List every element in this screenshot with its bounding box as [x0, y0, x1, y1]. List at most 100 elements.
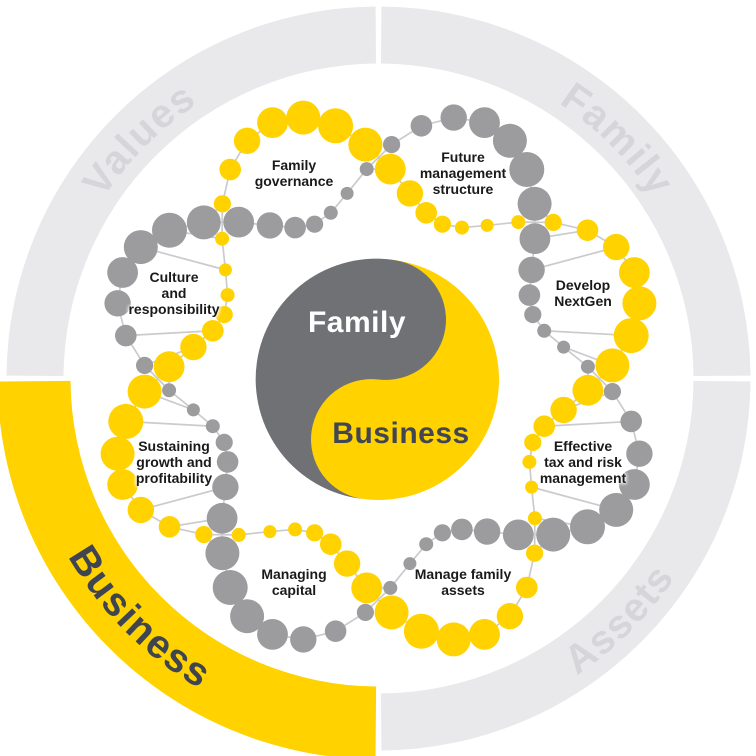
helix-dot-gray	[324, 620, 347, 642]
helix-dot-gray	[223, 206, 255, 238]
helix-dot-gray	[492, 123, 527, 158]
helix-dot-gray	[433, 524, 451, 542]
helix-dot-yellow	[572, 374, 604, 406]
helix-dot-gray	[290, 626, 317, 653]
helix-dot-gray	[620, 410, 642, 433]
helix-dot-gray	[340, 186, 354, 200]
helix-dot-yellow	[619, 257, 650, 288]
ring-quadrant-assets	[381, 381, 751, 751]
helix-dot-gray	[115, 324, 137, 347]
helix-dot-yellow	[469, 619, 500, 650]
helix-dot-yellow	[195, 526, 213, 544]
helix-dot-gray	[230, 599, 265, 634]
helix-dot-gray	[186, 403, 200, 417]
outer-ring	[0, 6, 751, 756]
helix-dot-yellow	[526, 544, 544, 562]
helix-dot-gray	[419, 537, 434, 552]
helix-dot-gray	[580, 359, 595, 374]
helix-dot-yellow	[180, 333, 207, 361]
center-family-label: Family	[307, 306, 407, 339]
helix-dot-gray	[473, 518, 501, 545]
helix-dot-yellow	[396, 180, 424, 207]
helix-dot-yellow	[306, 524, 324, 542]
helix-dot-gray	[619, 469, 650, 500]
helix-dot-yellow	[348, 127, 383, 162]
yinyang-family-half	[255, 258, 446, 499]
helix-dot-gray	[403, 557, 417, 571]
helix-dot-yellow	[525, 480, 539, 494]
helix-dot-yellow	[511, 215, 526, 230]
helix-dot-yellow	[374, 153, 406, 185]
helix-dot-yellow	[351, 572, 383, 604]
helix-dot-gray	[383, 580, 398, 595]
petal-label-develop-nextgen: Develop NextGen	[554, 277, 612, 309]
ring-quadrant-values	[6, 6, 376, 376]
helix-dot-yellow	[108, 403, 144, 439]
helix-dot-yellow	[454, 220, 469, 235]
helix-dot-gray	[469, 107, 500, 138]
petal-label-manage-family-assets: Manage family assets	[414, 566, 512, 598]
helix-dot-gray	[383, 136, 401, 154]
helix-dot-yellow	[100, 436, 135, 471]
helix-dot-yellow	[263, 525, 277, 539]
helix-dot-yellow	[374, 595, 409, 630]
helix-dot-yellow	[215, 306, 233, 324]
helix-dot-gray	[205, 536, 240, 571]
helix-dot-gray	[162, 383, 177, 398]
helix-dot-yellow	[231, 527, 246, 542]
ring-quadrant-business	[0, 380, 377, 756]
helix-dot-gray	[557, 340, 571, 354]
ring-label-assets: Assets	[556, 556, 683, 682]
helix-dot-gray	[536, 517, 571, 552]
helix-dot-gray	[356, 603, 374, 622]
helix-dot-gray	[518, 284, 541, 306]
helix-dot-gray	[206, 502, 238, 534]
helix-dot-gray	[440, 104, 467, 131]
helix-dot-gray	[518, 256, 545, 284]
helix-dot-gray	[256, 212, 284, 239]
helix-dot-yellow	[522, 454, 537, 469]
helix-dot-gray	[524, 306, 542, 324]
petal-label-managing-capital: Managing capital	[261, 566, 327, 598]
helix-dot-gray	[509, 152, 545, 187]
helix-dot-yellow	[603, 233, 630, 261]
petal-label-sustaining-growth: Sustaining growth and profitability	[135, 438, 213, 486]
helix-dot-gray	[517, 186, 552, 221]
helix-dot-gray	[152, 212, 187, 248]
center-business-label: Business	[332, 417, 470, 450]
helix-dot-gray	[599, 492, 634, 527]
helix-dot-yellow	[288, 522, 303, 537]
helix-dot-yellow	[403, 613, 439, 649]
helix-dot-yellow	[215, 231, 230, 246]
helix-dot-gray	[215, 433, 233, 451]
helix-dot-gray	[537, 323, 552, 338]
ring-label-family: Family	[553, 74, 682, 203]
helix-dot-yellow	[496, 603, 524, 630]
helix-dot-yellow	[613, 318, 649, 354]
ring-quadrant-family	[381, 6, 751, 376]
helix-dot-gray	[603, 383, 622, 401]
helix-dot-gray	[107, 257, 138, 288]
helix-dot-yellow	[544, 213, 562, 231]
helix-dot-yellow	[318, 108, 354, 144]
helix-dot-gray	[123, 230, 158, 265]
helix-dot-yellow	[433, 215, 451, 233]
helix-dot-gray	[186, 205, 221, 240]
ring-label-values: Values	[74, 74, 203, 203]
helix-dot-yellow	[153, 351, 185, 383]
helix-dot-gray	[104, 290, 131, 317]
helix-dot-gray	[216, 451, 239, 473]
helix-dot-yellow	[158, 516, 181, 538]
helix-dot-yellow	[533, 415, 555, 438]
helix-dot-yellow	[550, 396, 577, 424]
helix-dot-yellow	[202, 320, 224, 342]
helix-dot-yellow	[257, 107, 288, 138]
helix-dot-gray	[502, 519, 534, 551]
helix-dot-yellow	[527, 511, 542, 526]
helix-dot-gray	[519, 223, 551, 255]
petal-label-future-management-structure: Future management structure	[419, 149, 507, 197]
helix-dot-gray	[306, 215, 324, 233]
helix-dot-yellow	[286, 100, 321, 135]
